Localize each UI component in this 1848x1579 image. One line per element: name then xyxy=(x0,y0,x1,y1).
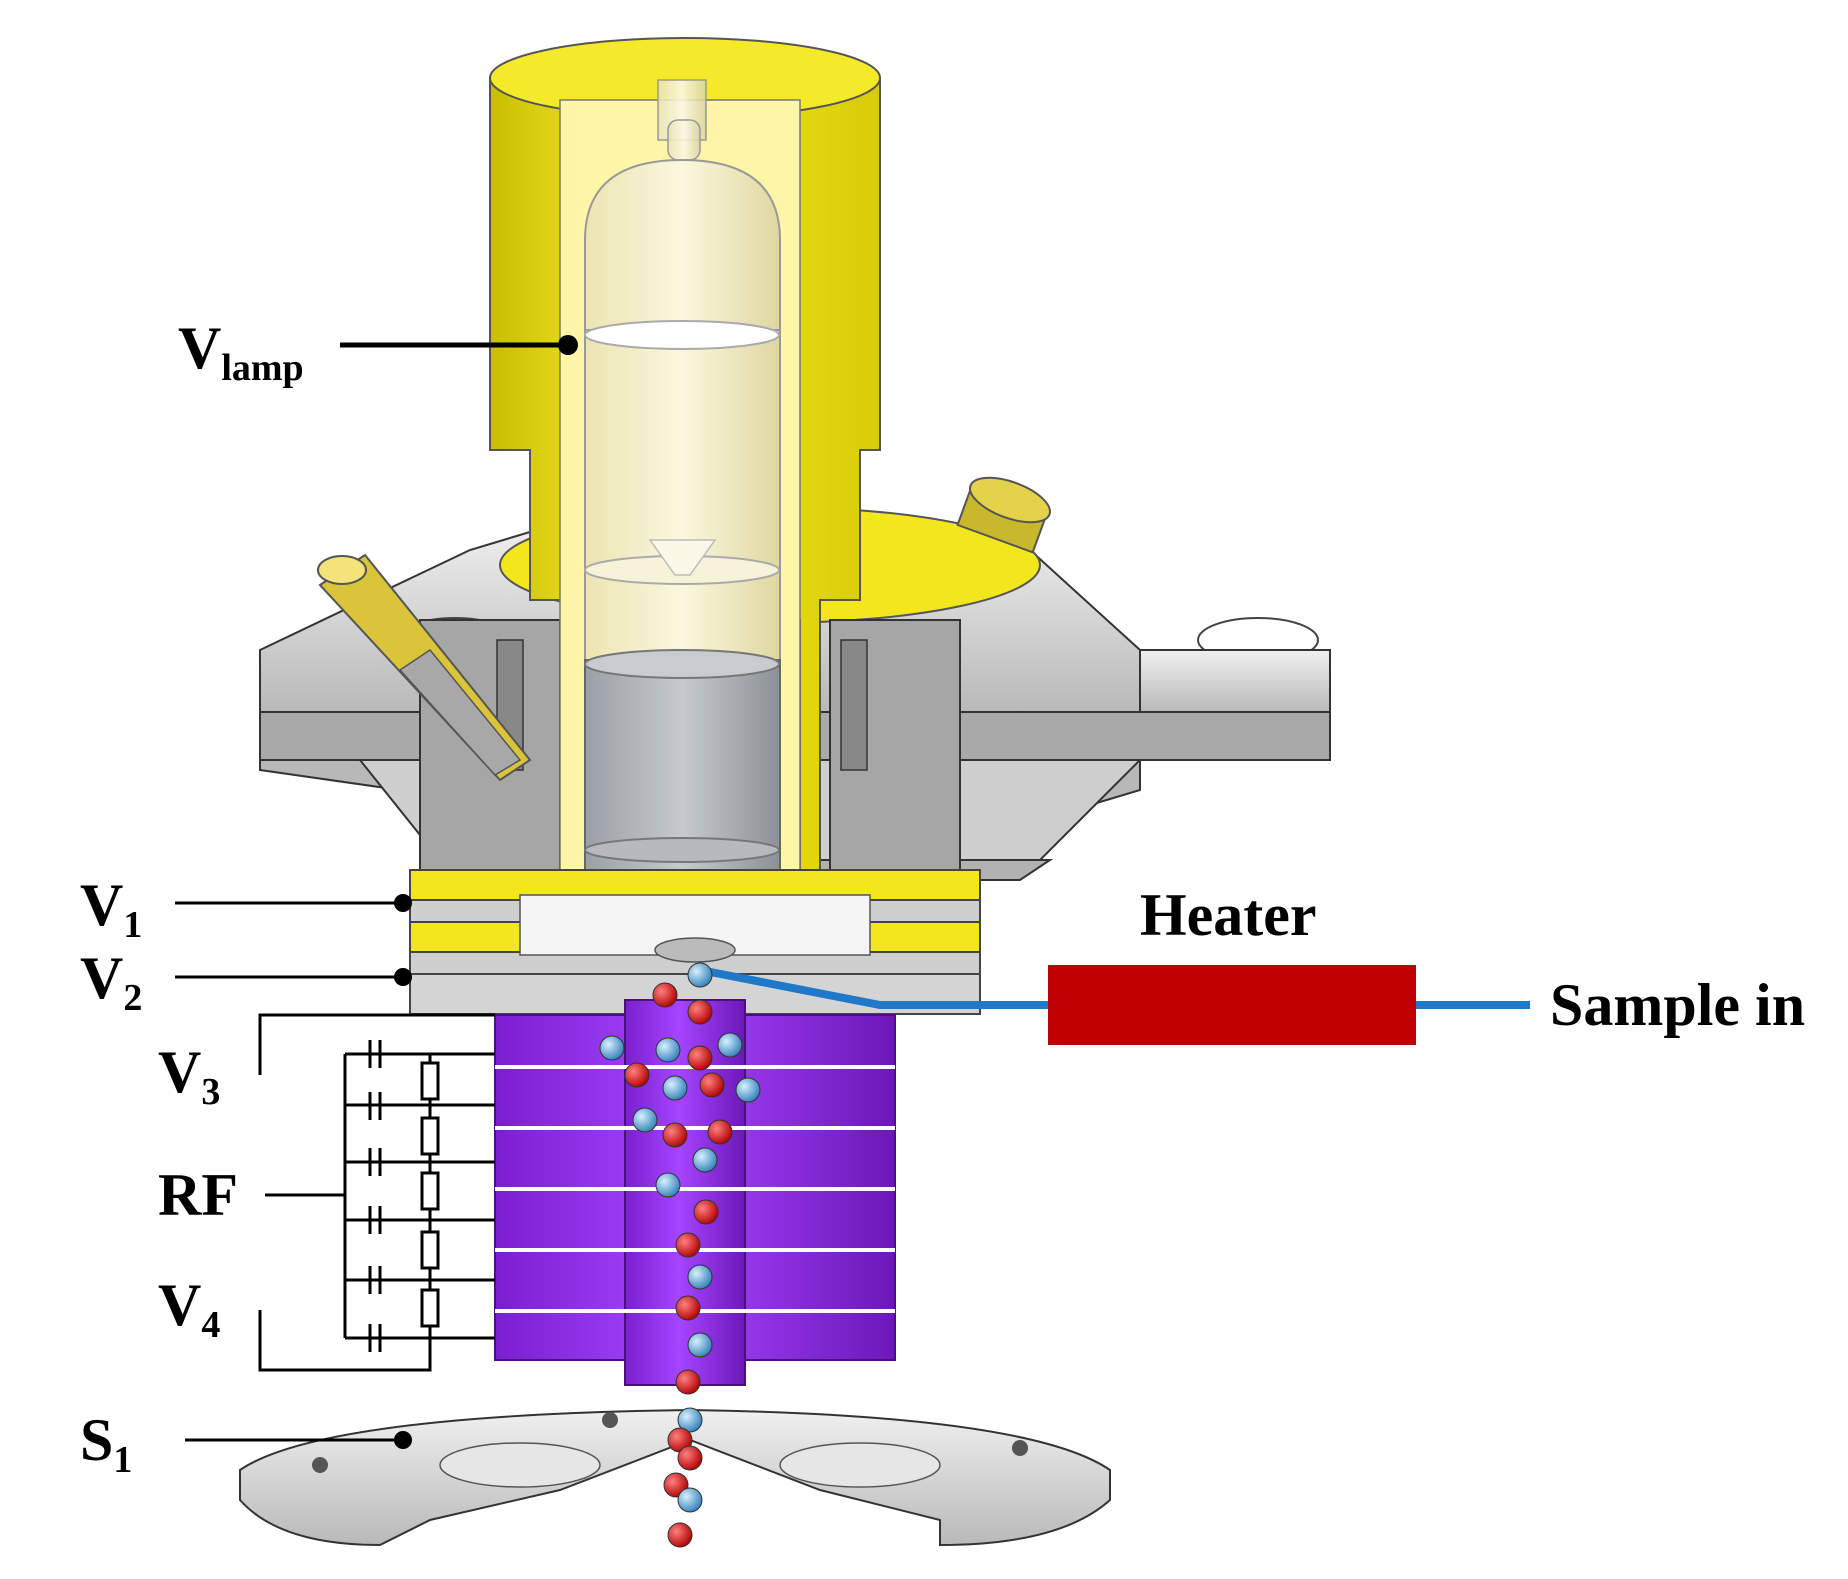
ion-blue xyxy=(632,1107,658,1133)
ion-blue xyxy=(677,1407,703,1433)
ion-red xyxy=(667,1522,693,1548)
label-v2: V2 xyxy=(80,945,142,1019)
label-rf: RF xyxy=(158,1162,238,1228)
label-heater: Heater xyxy=(1140,882,1317,948)
electrode-rings xyxy=(409,869,981,1015)
ion-red xyxy=(687,999,713,1025)
ion-red xyxy=(707,1119,733,1145)
ion-red xyxy=(675,1369,701,1395)
ion-red xyxy=(675,1295,701,1321)
ion-blue xyxy=(687,962,713,988)
label-s1: S1 xyxy=(80,1407,132,1481)
label-v-lamp: Vlamp xyxy=(178,315,304,389)
uv-lamp-bulb xyxy=(584,79,781,891)
label-v3: V3 xyxy=(158,1039,220,1113)
voltage-divider-network xyxy=(258,1013,495,1372)
ion-blue xyxy=(655,1172,681,1198)
ion-red xyxy=(687,1045,713,1071)
ion-blue xyxy=(599,1035,625,1061)
ion-red xyxy=(624,1062,650,1088)
skimmer-plate-s1 xyxy=(239,1408,1111,1547)
ion-red xyxy=(662,1122,688,1148)
ion-blue xyxy=(687,1332,713,1358)
ion-blue xyxy=(735,1077,761,1103)
gas-inlet-fitting xyxy=(317,553,532,782)
ion-blue xyxy=(655,1037,681,1063)
ion-red xyxy=(677,1445,703,1471)
rf-electrode-stack xyxy=(494,999,896,1386)
label-sample-in: Sample in xyxy=(1550,972,1805,1038)
ion-blue xyxy=(687,1264,713,1290)
ion-blue xyxy=(677,1487,703,1513)
ion-stream xyxy=(599,962,761,1548)
ion-blue xyxy=(662,1075,688,1101)
ion-red xyxy=(652,982,678,1008)
knurled-nut xyxy=(956,476,1051,554)
ion-blue xyxy=(717,1032,743,1058)
ion-red xyxy=(693,1199,719,1225)
capacitor-symbols xyxy=(368,1040,382,1352)
ion-blue xyxy=(692,1147,718,1173)
resistor-symbols xyxy=(420,1061,440,1328)
ion-red xyxy=(699,1072,725,1098)
leader-lines xyxy=(175,335,578,1449)
ion-red xyxy=(675,1232,701,1258)
label-v1: V1 xyxy=(80,872,142,946)
heater-block xyxy=(1048,965,1416,1045)
label-v4: V4 xyxy=(158,1272,220,1346)
divider-taps xyxy=(345,1052,495,1340)
